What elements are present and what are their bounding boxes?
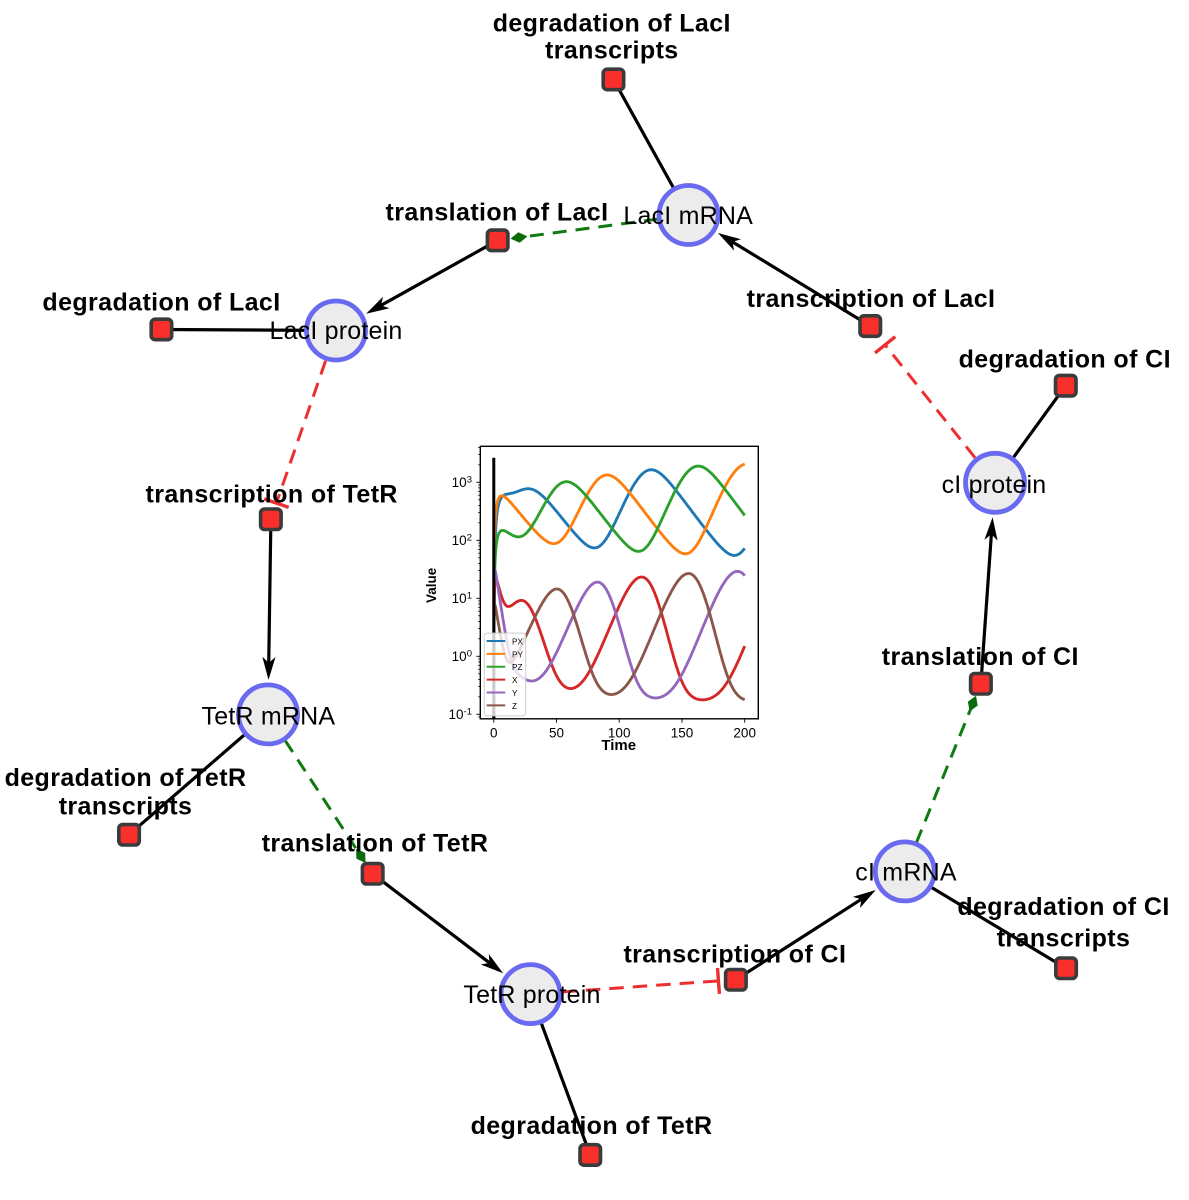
svg-text:translation of CI: translation of CI — [882, 643, 1079, 671]
svg-text:50: 50 — [549, 725, 564, 740]
svg-text:PZ: PZ — [512, 663, 522, 672]
svg-text:200: 200 — [733, 725, 756, 740]
svg-text:degradation of TetR: degradation of TetR — [5, 764, 247, 792]
svg-text:degradation of LacI: degradation of LacI — [493, 10, 731, 38]
svg-text:translation of TetR: translation of TetR — [262, 830, 489, 858]
svg-text:Y: Y — [512, 689, 518, 698]
svg-text:transcripts: transcripts — [997, 925, 1131, 953]
svg-text:translation of LacI: translation of LacI — [386, 199, 609, 227]
svg-text:150: 150 — [671, 725, 694, 740]
svg-text:Z: Z — [512, 702, 517, 711]
svg-text:degradation of CI: degradation of CI — [959, 346, 1171, 374]
svg-text:TetR protein: TetR protein — [463, 981, 600, 1009]
svg-text:transcripts: transcripts — [545, 37, 679, 65]
svg-text:100: 100 — [608, 725, 631, 740]
svg-text:degradation of CI: degradation of CI — [957, 893, 1169, 921]
svg-text:transcription of TetR: transcription of TetR — [146, 480, 398, 508]
svg-text:X: X — [512, 676, 518, 685]
svg-text:PY: PY — [512, 650, 523, 659]
svg-text:Time: Time — [601, 737, 636, 754]
svg-text:transcription of LacI: transcription of LacI — [747, 285, 996, 313]
svg-text:degradation of TetR: degradation of TetR — [471, 1112, 713, 1140]
svg-text:transcripts: transcripts — [59, 792, 193, 820]
svg-text:transcription of CI: transcription of CI — [623, 941, 846, 969]
svg-text:cI protein: cI protein — [942, 471, 1047, 499]
svg-text:TetR mRNA: TetR mRNA — [202, 703, 336, 731]
svg-text:Value: Value — [424, 567, 439, 603]
svg-text:LacI protein: LacI protein — [269, 317, 402, 345]
svg-text:degradation of LacI: degradation of LacI — [42, 288, 280, 316]
svg-text:cI mRNA: cI mRNA — [855, 858, 957, 886]
svg-text:0: 0 — [490, 725, 498, 740]
svg-text:PX: PX — [512, 637, 523, 646]
svg-text:LacI mRNA: LacI mRNA — [623, 202, 753, 230]
